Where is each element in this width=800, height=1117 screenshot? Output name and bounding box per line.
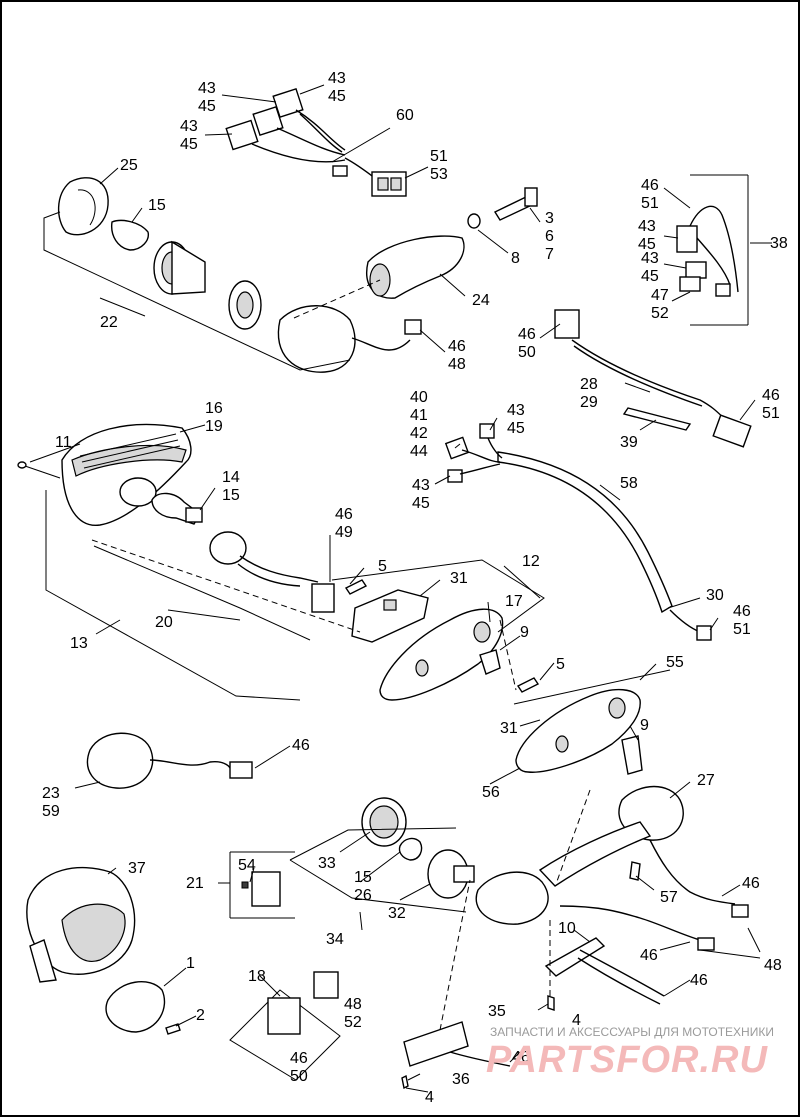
relay-group-18	[229, 971, 341, 1081]
callout-25: 25	[120, 157, 138, 174]
callout-37: 37	[128, 860, 146, 877]
bracket-55	[515, 677, 643, 775]
callout-2: 2	[196, 1007, 205, 1024]
callout-4-a: 4	[572, 1012, 581, 1029]
watermark-logo: PARTSFOR.RU	[486, 1039, 768, 1081]
callout-31-top: 31	[450, 570, 468, 587]
callout-8: 8	[511, 250, 520, 267]
lamp-23	[86, 732, 253, 789]
callout-58: 58	[620, 475, 638, 492]
callout-31-mid: 31	[500, 720, 518, 737]
callout-11: 11	[55, 434, 72, 451]
callout-55: 55	[666, 654, 684, 671]
callout-15-top: 15	[148, 197, 166, 214]
callout-46-r2: 46	[640, 947, 658, 964]
callout-54: 54	[238, 857, 256, 874]
relay-group-21	[229, 851, 295, 919]
harness-58	[444, 423, 712, 641]
callout-9-mid: 9	[640, 717, 649, 734]
callout-17: 17	[505, 593, 523, 610]
callout-32: 32	[388, 905, 406, 922]
callout-46-bottom: 46	[512, 1049, 530, 1066]
callout-13: 13	[70, 635, 88, 652]
callout-39: 39	[620, 434, 638, 451]
callout-18: 18	[248, 968, 266, 985]
callout-35: 35	[488, 1003, 506, 1020]
callout-38: 38	[770, 235, 788, 252]
callout-57: 57	[660, 889, 678, 906]
lamp-assembly-22	[57, 177, 538, 373]
callout-21: 21	[186, 875, 204, 892]
callout-30: 30	[706, 587, 724, 604]
callout-line: 43	[198, 80, 216, 97]
harness-28-29	[554, 309, 752, 448]
callout-60: 60	[396, 107, 414, 124]
watermark-caption: ЗАПЧАСТИ И АКСЕССУАРЫ ДЛЯ МОТОТЕХНИКИ	[490, 1025, 774, 1039]
callout-4-b: 4	[425, 1089, 434, 1106]
callout-48-right: 48	[764, 957, 782, 974]
callout-34: 34	[326, 931, 344, 948]
group-frames	[43, 174, 749, 1031]
callout-33: 33	[318, 855, 336, 872]
callout-5-mid: 5	[556, 656, 565, 673]
lamp-37	[26, 866, 181, 1035]
callout-56: 56	[482, 784, 500, 801]
callout-20: 20	[155, 614, 173, 631]
callout-1: 1	[186, 955, 195, 972]
callout-46-r1: 46	[742, 875, 760, 892]
harness-60	[225, 87, 407, 197]
bracket-10-35	[544, 937, 665, 1011]
harness-38	[676, 205, 739, 297]
callout-36: 36	[452, 1071, 470, 1088]
callout-22: 22	[100, 314, 118, 331]
callout-10: 10	[558, 920, 576, 937]
harness-36	[401, 1021, 511, 1090]
callout-46-r3: 46	[690, 972, 708, 989]
lamp-arm-27	[475, 785, 749, 951]
bracket-12	[344, 579, 504, 701]
leader-lines	[29, 84, 772, 1093]
callout-5-top: 5	[378, 558, 387, 575]
callout-12: 12	[522, 553, 540, 570]
callout-24: 24	[472, 292, 490, 309]
callout-46-lamp: 46	[292, 737, 310, 754]
callout-27: 27	[697, 772, 715, 789]
callout-9-top: 9	[520, 624, 529, 641]
watermark: ЗАПЧАСТИ И АКСЕССУАРЫ ДЛЯ МОТОТЕХНИКИ PA…	[486, 1025, 774, 1081]
group-34	[361, 797, 475, 899]
lamp-assembly-13	[17, 423, 335, 613]
